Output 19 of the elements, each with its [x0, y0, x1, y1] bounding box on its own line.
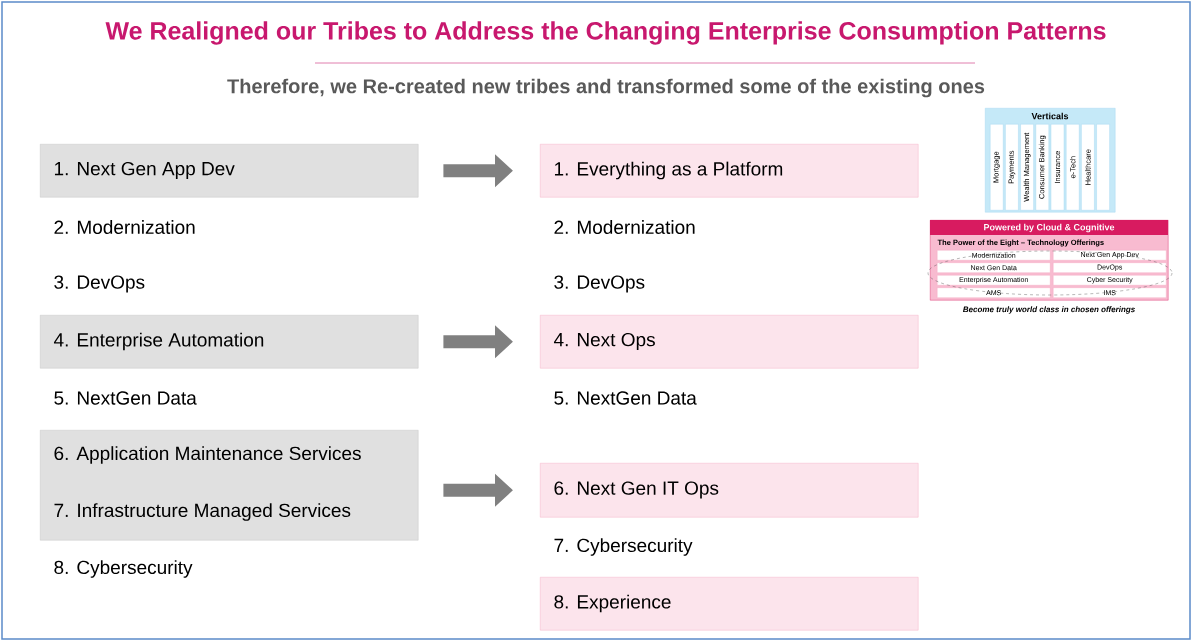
new-tribe-box: 8. Experience [540, 577, 919, 631]
new-tribe-box: 1. Everything as a Platform [540, 144, 919, 198]
list-item: 7. Cybersecurity [554, 538, 693, 556]
tribe-box: 1. Next Gen App Dev [40, 144, 419, 198]
list-item: 8. Cybersecurity [54, 560, 193, 578]
list-item: 5. NextGen Data [554, 391, 697, 405]
new-tribe-box: 6. Next Gen IT Ops [540, 463, 919, 518]
tribe-box: 6. Application Maintenance Services 7. Infrastructure Managed Services [40, 430, 419, 541]
list-item: 5. NextGen Data [54, 391, 197, 405]
list-item: 2. Modernization [54, 220, 195, 234]
vertical-column [1096, 124, 1110, 211]
list-item: 2. Modernization [554, 220, 695, 234]
node-label: Become truly world class in chosen offerings [963, 306, 1135, 314]
list-item: 3. DevOps [554, 275, 645, 293]
new-tribe-box: 4. Next Ops [540, 315, 919, 369]
tribe-box: 4. Enterprise Automation [40, 315, 419, 369]
list-item: 3. DevOps [54, 275, 145, 293]
subtitle: Therefore, we Re-created new tribes and transformed some of the existing ones [227, 78, 985, 98]
title: We Realigned our Tribes to Address the Changing Enterprise Consumption Patterns [105, 21, 1106, 45]
